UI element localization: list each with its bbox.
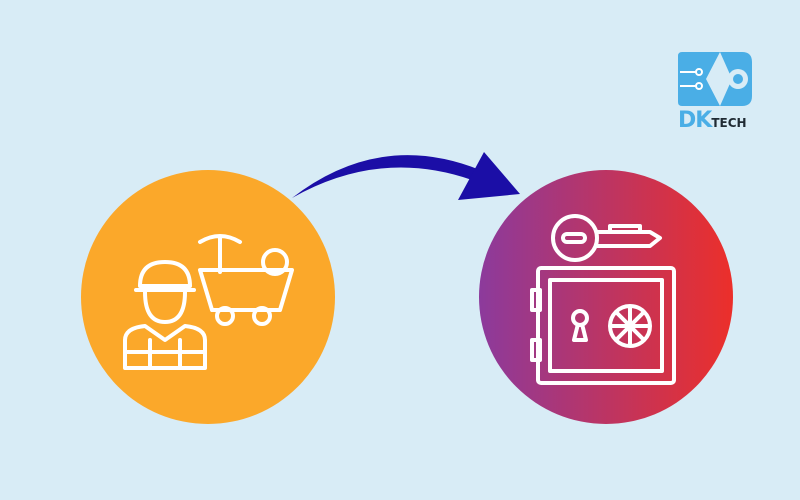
arrow-icon	[292, 152, 520, 200]
logo-mark-icon	[678, 52, 752, 106]
mine-cart-icon	[198, 234, 294, 326]
miner-icon	[123, 260, 207, 370]
logo-dk: DK	[678, 108, 712, 133]
logo-wordmark: DKTECH	[678, 108, 747, 133]
miner-circle	[81, 170, 335, 424]
vault-circle	[479, 170, 733, 424]
key-icon	[551, 214, 662, 262]
logo-tech: TECH	[711, 116, 747, 130]
safe-icon	[530, 266, 676, 385]
